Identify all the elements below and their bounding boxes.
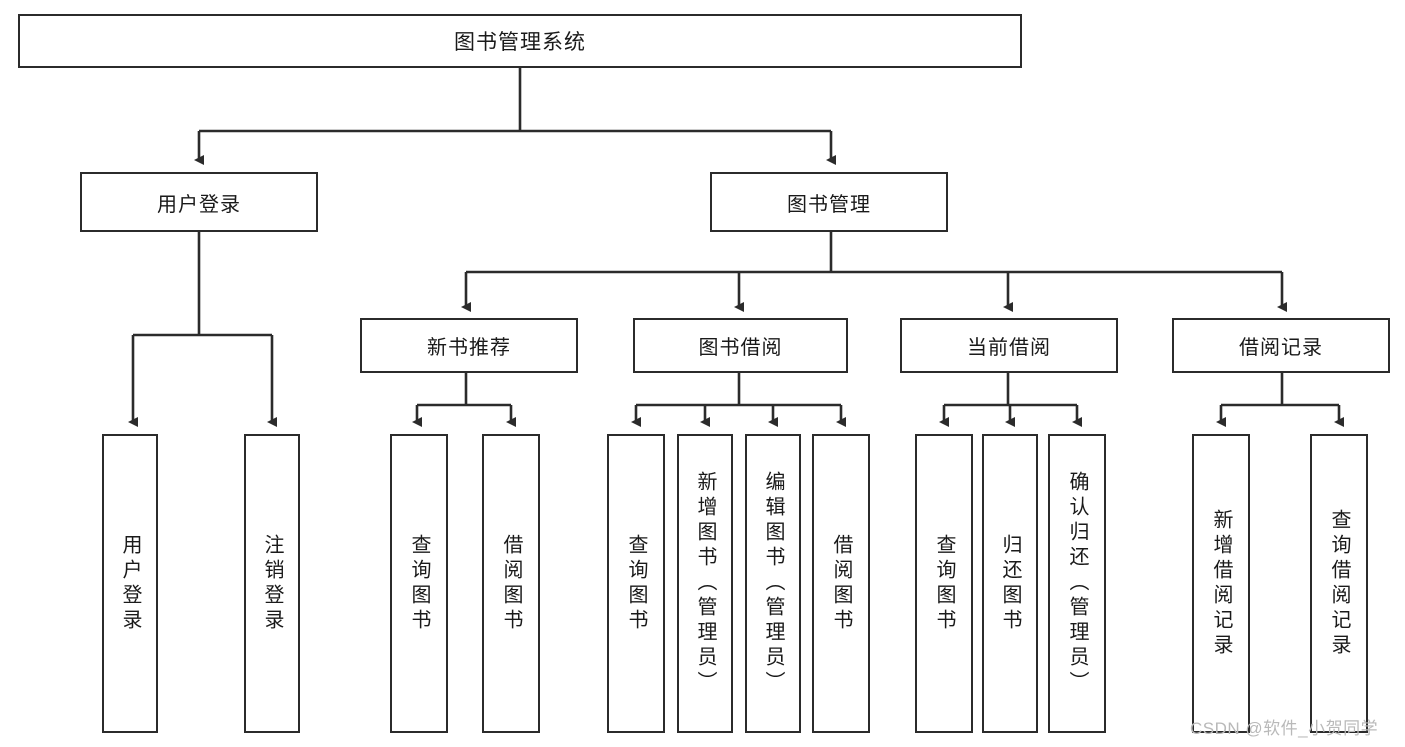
node-leaf-borrow-book-1-label: 借阅图书 xyxy=(500,533,522,634)
node-user-login[interactable]: 用户登录 xyxy=(80,172,318,232)
node-leaf-return-book-label: 归还图书 xyxy=(999,533,1021,634)
node-book-borrow-label: 图书借阅 xyxy=(698,337,783,359)
node-leaf-add-record-label: 新增借阅记录 xyxy=(1210,508,1232,659)
node-current-borrow-label: 当前借阅 xyxy=(967,337,1051,359)
node-leaf-query-book-2-label: 查询图书 xyxy=(625,533,647,634)
node-leaf-logout[interactable]: 注销登录 xyxy=(244,434,300,733)
node-leaf-add-book[interactable]: 新增图书（管理员） xyxy=(677,434,733,733)
node-root-label: 图书管理系统 xyxy=(454,31,586,54)
node-leaf-query-record[interactable]: 查询借阅记录 xyxy=(1310,434,1368,733)
node-leaf-query-book-2[interactable]: 查询图书 xyxy=(607,434,665,733)
csdn-watermark: CSDN @软件_小贺同学 xyxy=(1190,719,1379,738)
node-new-book-rec-label: 新书推荐 xyxy=(427,337,511,359)
node-book-manage[interactable]: 图书管理 xyxy=(710,172,948,232)
node-leaf-user-login-label: 用户登录 xyxy=(119,533,141,634)
node-leaf-logout-label: 注销登录 xyxy=(261,533,283,634)
node-leaf-add-book-label: 新增图书（管理员） xyxy=(694,471,716,696)
node-root[interactable]: 图书管理系统 xyxy=(18,14,1022,68)
node-leaf-borrow-book-2[interactable]: 借阅图书 xyxy=(812,434,870,733)
node-borrow-record[interactable]: 借阅记录 xyxy=(1172,318,1390,373)
node-leaf-query-record-label: 查询借阅记录 xyxy=(1328,508,1350,659)
node-leaf-borrow-book-1[interactable]: 借阅图书 xyxy=(482,434,540,733)
node-leaf-return-book[interactable]: 归还图书 xyxy=(982,434,1038,733)
node-new-book-rec[interactable]: 新书推荐 xyxy=(360,318,578,373)
node-leaf-query-book-3[interactable]: 查询图书 xyxy=(915,434,973,733)
node-leaf-confirm-return-label: 确认归还（管理员） xyxy=(1066,471,1088,696)
node-user-login-label: 用户登录 xyxy=(157,193,241,216)
node-leaf-confirm-return[interactable]: 确认归还（管理员） xyxy=(1048,434,1106,733)
node-leaf-add-record[interactable]: 新增借阅记录 xyxy=(1192,434,1250,733)
node-book-borrow[interactable]: 图书借阅 xyxy=(633,318,848,373)
node-leaf-user-login[interactable]: 用户登录 xyxy=(102,434,158,733)
node-leaf-query-book-1[interactable]: 查询图书 xyxy=(390,434,448,733)
node-borrow-record-label: 借阅记录 xyxy=(1239,337,1323,359)
node-leaf-query-book-1-label: 查询图书 xyxy=(408,533,430,634)
node-leaf-borrow-book-2-label: 借阅图书 xyxy=(830,533,852,634)
node-current-borrow[interactable]: 当前借阅 xyxy=(900,318,1118,373)
node-book-manage-label: 图书管理 xyxy=(787,193,871,216)
node-leaf-edit-book-label: 编辑图书（管理员） xyxy=(762,471,784,696)
node-leaf-edit-book[interactable]: 编辑图书（管理员） xyxy=(745,434,801,733)
node-leaf-query-book-3-label: 查询图书 xyxy=(933,533,955,634)
